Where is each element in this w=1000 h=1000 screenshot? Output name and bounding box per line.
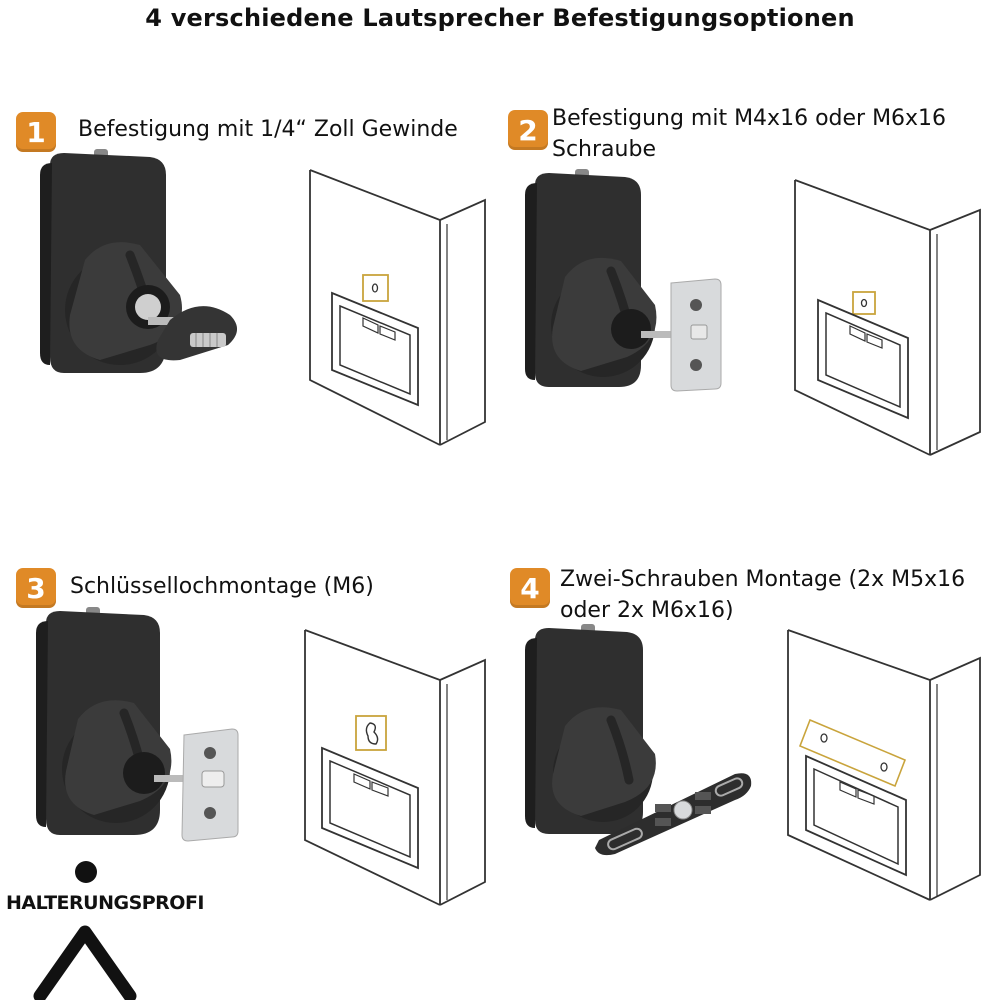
brand-name: HALTERUNGSPROFI <box>6 892 205 914</box>
option-2-label: Befestigung mit M4x16 oder M6x16 Schraub… <box>552 103 946 165</box>
option-3-number-badge: 3 <box>16 568 56 608</box>
option-2-mount-illustration <box>525 169 722 392</box>
option-1-label: Befestigung mit 1/4“ Zoll Gewinde <box>78 114 458 145</box>
option-3-speaker-back-illustration <box>304 629 486 906</box>
option-2-number-badge: 2 <box>508 110 548 150</box>
option-2-speaker-back-illustration <box>794 179 981 456</box>
option-3-label: Schlüssellochmontage (M6) <box>70 571 374 602</box>
option-2-label-line-1: Befestigung mit M4x16 oder M6x16 <box>552 106 947 131</box>
option-4-number-badge: 4 <box>510 568 550 608</box>
option-3-mount-illustration <box>36 607 239 842</box>
page-title: 4 verschiedene Lautsprecher Befestigungs… <box>145 4 855 32</box>
option-4-label-line-2: oder 2x M6x16) <box>560 598 734 623</box>
brand-logo-dot-icon <box>75 861 97 883</box>
option-1-mount-illustration <box>40 149 238 373</box>
option-1-label-line-1: Befestigung mit 1/4“ Zoll Gewinde <box>78 117 458 142</box>
option-1-speaker-back-illustration <box>309 169 486 446</box>
brand-logo-chevron-icon <box>33 925 137 1000</box>
option-4-mount-illustration <box>525 624 752 856</box>
option-3-label-line-1: Schlüssellochmontage (M6) <box>70 574 374 599</box>
option-2-label-line-2: Schraube <box>552 137 656 162</box>
option-4-label: Zwei-Schrauben Montage (2x M5x16 oder 2x… <box>560 564 965 626</box>
option-1-number-badge: 1 <box>16 112 56 152</box>
option-4-label-line-1: Zwei-Schrauben Montage (2x M5x16 <box>560 567 966 592</box>
option-4-speaker-back-illustration <box>787 629 981 901</box>
